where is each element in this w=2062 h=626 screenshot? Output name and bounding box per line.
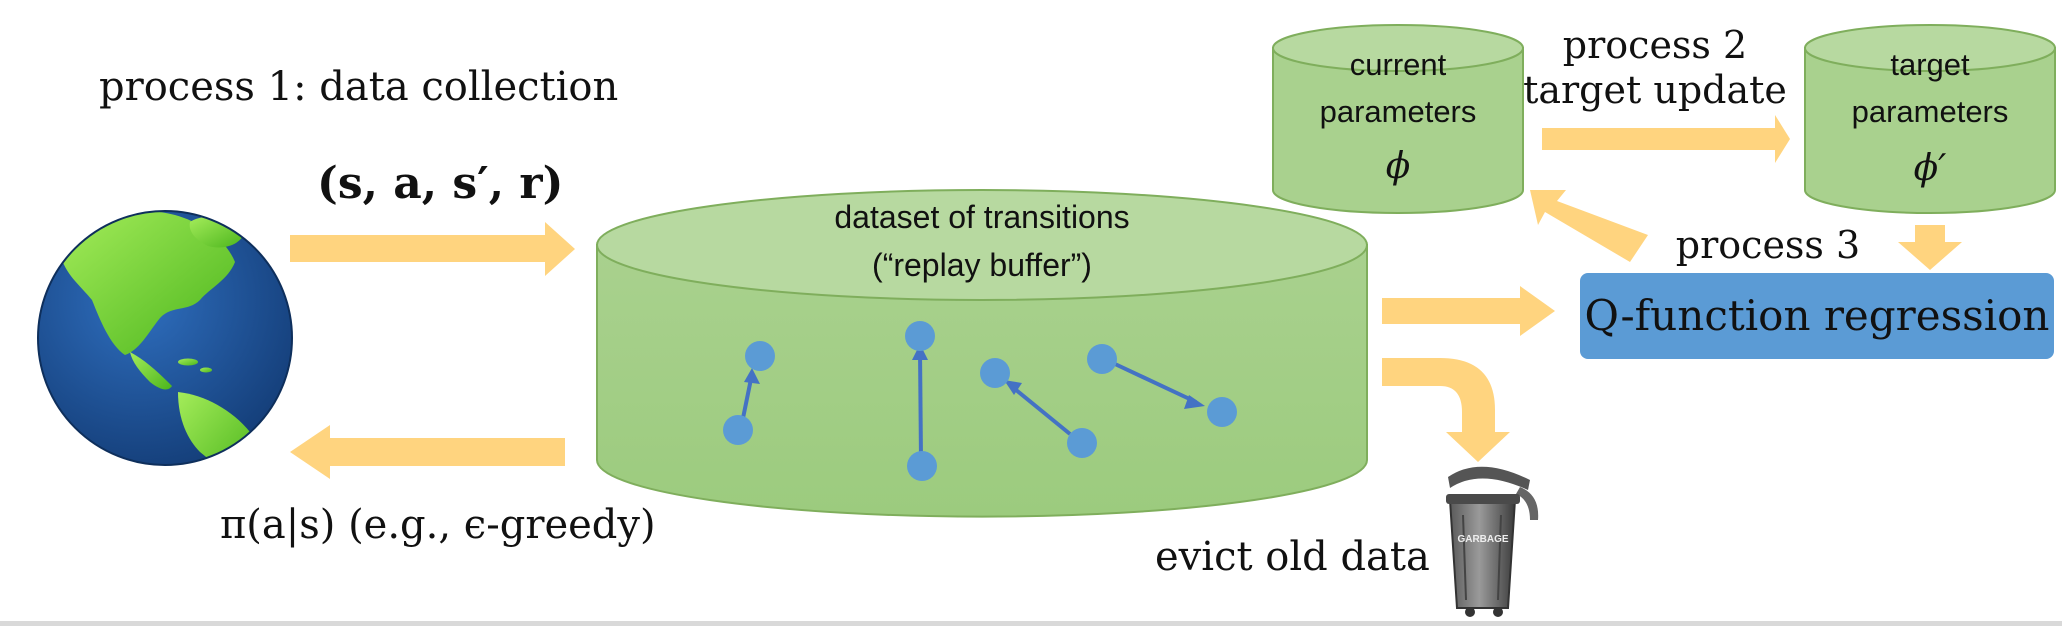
target-label-line2: parameters	[1852, 94, 2009, 129]
transition-dot	[1207, 397, 1237, 427]
target-phi-symbol: ϕ′	[1914, 148, 1947, 189]
policy-label: π(a|s) (e.g., ϵ-greedy)	[220, 502, 656, 548]
transition-dot	[980, 358, 1010, 388]
evict-label: evict old data	[1155, 534, 1430, 580]
buffer-title-line2: (“replay buffer”)	[872, 247, 1092, 283]
target-label-line1: target	[1890, 47, 1970, 82]
current-parameters-cylinder	[1272, 24, 1524, 214]
arrow-to-buffer	[290, 222, 575, 276]
bottom-divider	[0, 621, 2062, 626]
arrow-target-update	[1542, 115, 1790, 163]
current-label-line2: parameters	[1320, 94, 1477, 129]
transition-samples	[723, 321, 1237, 481]
current-phi-symbol: ϕ	[1386, 146, 1411, 187]
transition-dot	[723, 415, 753, 445]
process2-label: process 2	[1563, 23, 1747, 67]
process3-label: process 3	[1676, 223, 1860, 267]
transition-dot	[905, 321, 935, 351]
arrow-to-world	[290, 425, 565, 479]
arrow-target-to-qfunction	[1898, 225, 1962, 270]
garbage-can-text: GARBAGE	[1457, 534, 1508, 545]
arrow-buffer-to-qfunction	[1382, 286, 1555, 336]
target-parameters-cylinder	[1804, 24, 2056, 214]
arrow-buffer-to-garbage	[1382, 358, 1510, 462]
target-update-label: target update	[1523, 68, 1787, 112]
transition-dot	[1067, 428, 1097, 458]
qfunction-regression-box	[1580, 273, 2054, 359]
transition-dot	[745, 341, 775, 371]
earth-globe-icon	[37, 210, 293, 466]
garbage-can-icon: GARBAGE	[1446, 466, 1539, 617]
arrow-qfunction-to-current	[1530, 190, 1648, 262]
transition-dot	[1087, 344, 1117, 374]
qfunction-label: Q-function regression	[1585, 291, 2050, 340]
transition-dot	[907, 451, 937, 481]
current-label-line1: current	[1350, 47, 1447, 82]
process1-label: process 1: data collection	[99, 64, 618, 110]
replay-buffer-cylinder	[596, 189, 1368, 518]
transition-tuple-label: (s, a, s′, r)	[317, 158, 563, 209]
buffer-title-line1: dataset of transitions	[834, 199, 1129, 235]
